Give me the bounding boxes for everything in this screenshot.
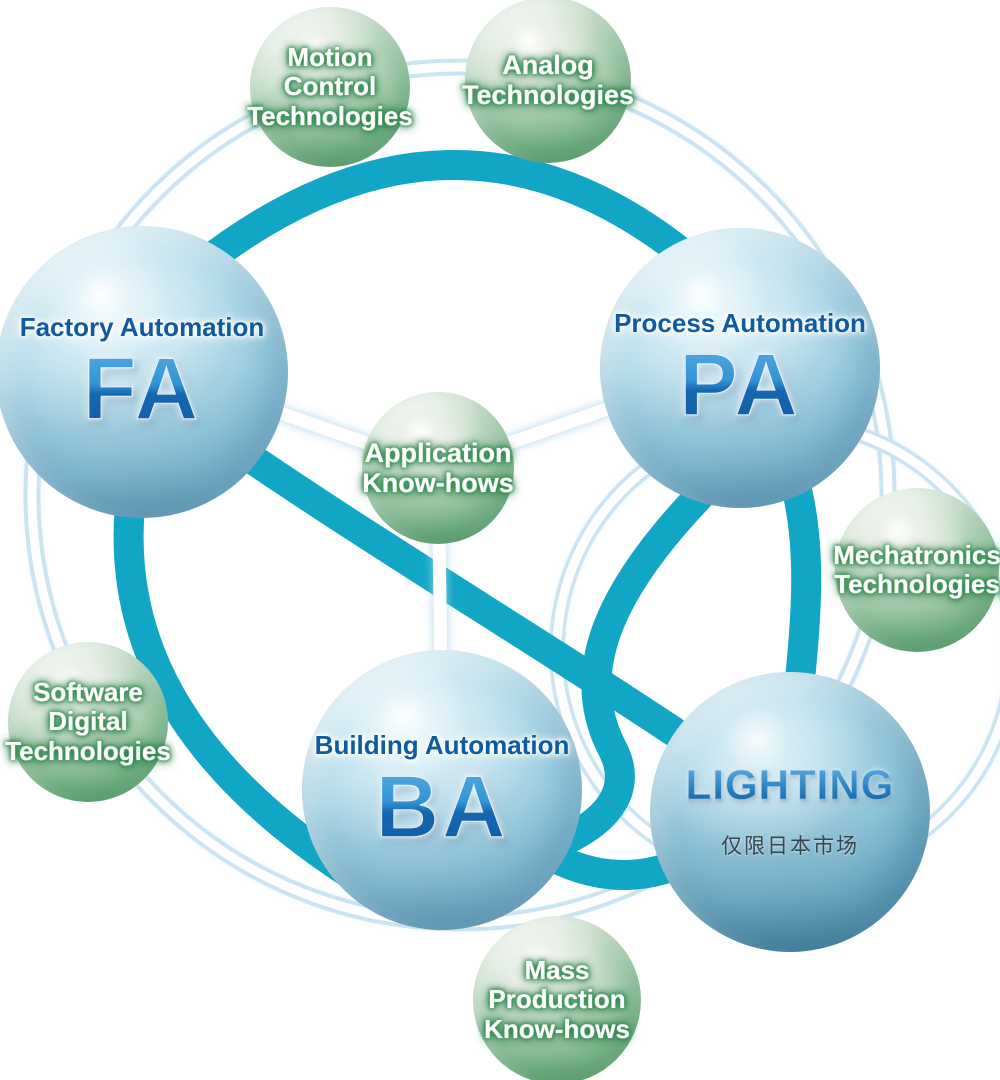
lighting-market-note: 仅限日本市场: [721, 835, 859, 858]
node-motion-control-technologies: Motion Control Technologies: [247, 7, 413, 167]
node-factory-automation: Factory Automation FA: [0, 226, 288, 518]
node-application-know-hows: Application Know-hows: [362, 392, 514, 544]
link-pa-ba: [505, 465, 730, 871]
node-analog-technologies: Analog Technologies: [461, 0, 635, 163]
process-automation-label: Process Automation: [614, 307, 866, 338]
factory-automation-label: Factory Automation: [19, 311, 265, 342]
mass-production-know-hows-label: Mass Production Know-hows: [484, 955, 630, 1044]
motion-control-technologies-label: Motion Control Technologies: [247, 42, 413, 131]
lighting-label: LIGHTING: [685, 761, 895, 808]
node-mass-production-know-hows: Mass Production Know-hows: [473, 916, 641, 1080]
link-fa-ba: [113, 455, 375, 895]
application-know-hows-label: Application Know-hows: [362, 437, 514, 498]
fa-abbr: FA: [82, 338, 202, 438]
node-lighting: LIGHTING 仅限日本市场: [650, 672, 930, 952]
link-pa-lighting: [782, 475, 822, 715]
software-digital-technologies-label: Software Digital Technologies: [5, 677, 171, 766]
ba-abbr: BA: [375, 756, 509, 856]
pa-abbr: PA: [678, 334, 801, 434]
building-automation-label: Building Automation: [314, 729, 570, 760]
link-fa-pa: [145, 149, 740, 315]
node-mechatronics-technologies: Mechatronics Technologies: [833, 488, 1000, 652]
node-building-automation: Building Automation BA: [302, 650, 582, 930]
node-software-digital-technologies: Software Digital Technologies: [5, 642, 171, 802]
analog-technologies-label: Analog Technologies: [461, 49, 635, 110]
node-process-automation: Process Automation PA: [600, 228, 880, 508]
mechatronics-technologies-label: Mechatronics Technologies: [833, 539, 1000, 599]
